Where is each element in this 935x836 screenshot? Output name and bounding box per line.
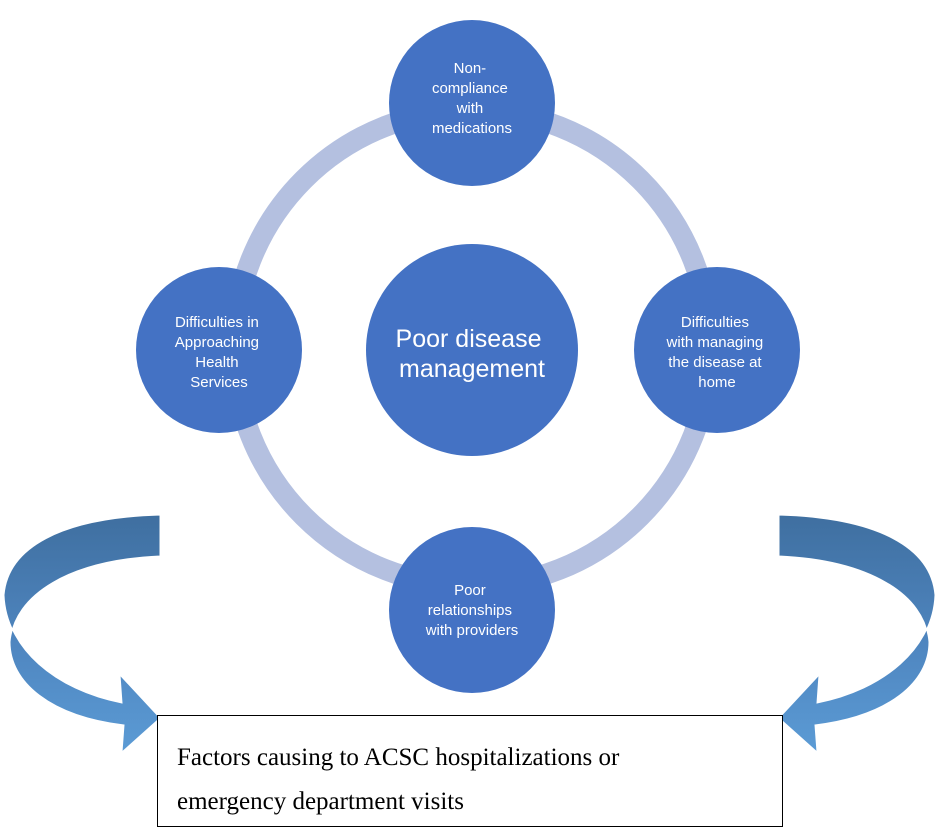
node-top-circle bbox=[389, 20, 555, 186]
node-right-circle bbox=[634, 267, 800, 433]
left-curved-arrow bbox=[3, 514, 161, 754]
node-bottom-circle bbox=[389, 527, 555, 693]
result-box: Factors causing to ACSC hospitalizations… bbox=[157, 715, 783, 827]
node-bottom-label: Poor relationships with providers bbox=[425, 582, 519, 639]
node-left-label: Difficulties in Approaching Health Servi… bbox=[175, 314, 263, 391]
right-curved-arrow bbox=[778, 514, 935, 754]
center-label: Poor disease management bbox=[396, 325, 549, 383]
result-line-1: Factors causing to ACSC hospitalizations… bbox=[177, 744, 620, 771]
node-right-label: Difficulties with managing the disease a… bbox=[666, 314, 768, 391]
center-circle bbox=[366, 244, 578, 456]
result-line-2: emergency department visits bbox=[177, 788, 464, 815]
node-top-label: Non- compliance with medications bbox=[432, 60, 512, 137]
node-left-circle bbox=[136, 267, 302, 433]
